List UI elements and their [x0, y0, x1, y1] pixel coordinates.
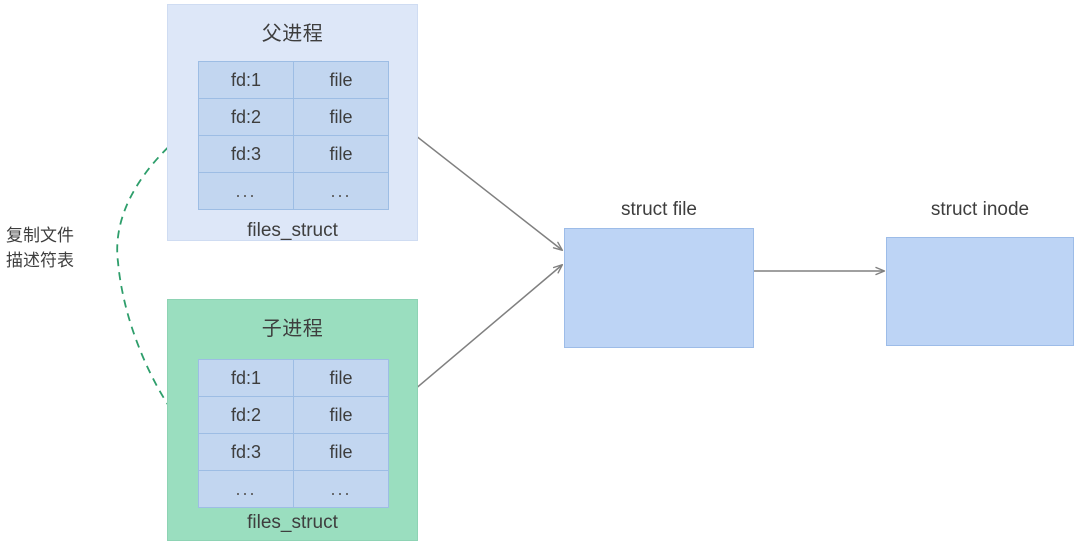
file-cell: file — [293, 396, 389, 434]
fd-cell: fd:3 — [198, 433, 294, 471]
file-cell: file — [293, 135, 389, 173]
table-row: fd:3 file — [198, 433, 389, 471]
child-process-title: 子进程 — [261, 318, 324, 340]
parent-process-title: 父进程 — [261, 23, 324, 45]
struct-inode-box — [886, 237, 1074, 346]
struct-inode-label: struct inode — [930, 199, 1030, 220]
file-cell: ... — [293, 172, 389, 210]
struct-file-label: struct file — [620, 199, 698, 220]
table-row: fd:2 file — [198, 396, 389, 434]
file-cell: file — [293, 61, 389, 99]
child-files-struct-label: files_struct — [247, 512, 338, 533]
fd-cell: fd:2 — [198, 396, 294, 434]
fd-cell: fd:1 — [198, 359, 294, 397]
fd-cell: fd:3 — [198, 135, 294, 173]
copy-fd-table-note: 复制文件 描述符表 — [6, 223, 116, 273]
struct-file-box — [564, 228, 754, 348]
parent-fd-table: fd:1 file fd:2 file fd:3 file ... ... — [198, 61, 389, 210]
file-cell: file — [293, 433, 389, 471]
file-cell: file — [293, 98, 389, 136]
note-line-2: 描述符表 — [6, 251, 74, 270]
table-row: fd:1 file — [198, 61, 389, 99]
fd-cell: ... — [198, 172, 294, 210]
file-cell: ... — [293, 470, 389, 508]
fd-cell: ... — [198, 470, 294, 508]
child-fd-table: fd:1 file fd:2 file fd:3 file ... ... — [198, 359, 389, 508]
file-cell: file — [293, 359, 389, 397]
table-row: fd:1 file — [198, 359, 389, 397]
table-row: ... ... — [198, 172, 389, 210]
table-row: ... ... — [198, 470, 389, 508]
fd-cell: fd:1 — [198, 61, 294, 99]
note-line-1: 复制文件 — [6, 226, 74, 245]
table-row: fd:3 file — [198, 135, 389, 173]
table-row: fd:2 file — [198, 98, 389, 136]
parent-files-struct-label: files_struct — [247, 220, 338, 241]
fd-cell: fd:2 — [198, 98, 294, 136]
